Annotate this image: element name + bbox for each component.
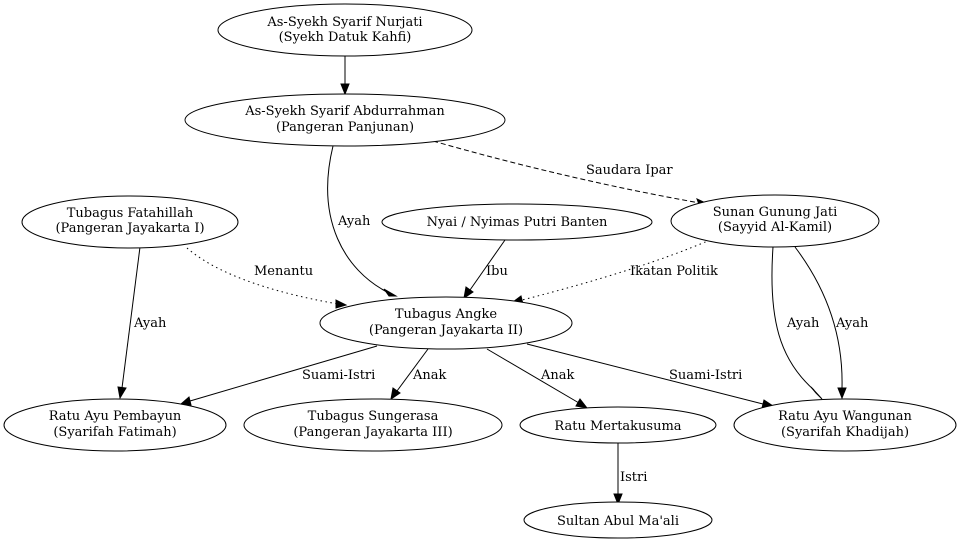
node-ellipse xyxy=(3,398,227,452)
node-name: Tubagus Sungerasa xyxy=(308,409,439,424)
node-name: Ratu Ayu Wangunan xyxy=(778,409,912,424)
node-ellipse xyxy=(670,194,880,248)
edge-label-anak: Anak xyxy=(540,368,575,383)
edge-line xyxy=(121,246,141,389)
arrowhead xyxy=(179,396,192,406)
arrowhead xyxy=(810,386,823,400)
edge-label-ibu: Ibu xyxy=(486,264,508,279)
arrowhead xyxy=(335,299,348,309)
node-ellipse xyxy=(243,398,503,452)
node-title: (Syarifah Khadijah) xyxy=(781,425,909,440)
edge-label-anak: Anak xyxy=(412,368,447,383)
node-title: (Pangeran Panjunan) xyxy=(276,120,414,135)
arrowhead xyxy=(575,398,589,409)
edge-mertakusuma-to-abulmaali: Istri xyxy=(613,443,647,506)
arrowhead xyxy=(390,387,401,401)
node-name: Nyai / Nyimas Putri Banten xyxy=(427,215,608,230)
node-syarif-abdurrahman: As-Syekh Syarif Abdurrahman (Pangeran Pa… xyxy=(184,93,506,147)
edge-fatahillah-to-angke: Menantu xyxy=(186,247,348,309)
node-name: Sultan Abul Ma'ali xyxy=(557,514,679,529)
node-name: As-Syekh Syarif Nurjati xyxy=(266,15,422,30)
edge-line xyxy=(469,239,506,291)
edge-abdurrahman-to-angke: Ayah xyxy=(327,145,398,297)
node-sultan-abul-maali: Sultan Abul Ma'ali xyxy=(523,501,713,539)
edge-line xyxy=(396,348,429,392)
node-ellipse xyxy=(217,3,473,57)
edge-line xyxy=(486,348,580,404)
arrowhead xyxy=(383,288,398,297)
node-ellipse xyxy=(733,398,957,452)
node-title: (Syekh Datuk Kahfi) xyxy=(279,30,412,45)
edge-label-suami-istri: Suami-Istri xyxy=(302,368,375,383)
arrowhead xyxy=(613,493,623,506)
edge-fatahillah-to-pembayun: Ayah xyxy=(117,246,167,400)
edge-label-suami-istri: Suami-Istri xyxy=(669,368,742,383)
edge-nurjati-to-abdurrahman xyxy=(340,56,350,96)
arrowhead xyxy=(463,286,474,300)
edge-gunungjati-to-wangunan-2: Ayah xyxy=(794,246,869,400)
node-tubagus-angke: Tubagus Angke (Pangeran Jayakarta II) xyxy=(319,296,573,350)
node-title: (Pangeran Jayakarta II) xyxy=(369,323,523,338)
node-ratu-ayu-wangunan: Ratu Ayu Wangunan (Syarifah Khadijah) xyxy=(733,398,957,452)
arrowhead xyxy=(340,83,350,96)
node-title: (Pangeran Jayakarta III) xyxy=(293,425,452,440)
edge-line xyxy=(432,140,701,204)
edge-label-ikatan-politik: Ikatan Politik xyxy=(630,264,718,279)
node-ratu-mertakusuma: Ratu Mertakusuma xyxy=(519,406,717,444)
edge-label-ayah: Ayah xyxy=(786,316,820,331)
edge-label-menantu: Menantu xyxy=(254,264,313,279)
node-name: Ratu Mertakusuma xyxy=(554,419,681,434)
node-title: (Pangeran Jayakarta I) xyxy=(55,221,204,236)
node-sunan-gunung-jati: Sunan Gunung Jati (Sayyid Al-Kamil) xyxy=(670,194,880,248)
node-name: Tubagus Angke xyxy=(395,307,498,322)
node-ellipse xyxy=(319,296,573,350)
node-ellipse xyxy=(523,501,713,539)
arrowhead xyxy=(837,387,847,400)
node-ratu-ayu-pembayun: Ratu Ayu Pembayun (Syarifah Fatimah) xyxy=(3,398,227,452)
edge-gunungjati-to-angke: Ikatan Politik xyxy=(511,239,718,305)
edge-label-ayah: Ayah xyxy=(835,316,869,331)
edge-label-ayah: Ayah xyxy=(133,316,167,331)
edge-line xyxy=(189,345,378,402)
node-title: (Syarifah Fatimah) xyxy=(53,425,176,440)
edge-label-istri: Istri xyxy=(620,470,647,485)
edge-line xyxy=(526,343,764,405)
node-name: Sunan Gunung Jati xyxy=(713,205,838,220)
edge-abdurrahman-to-gunungjati: Saudara Ipar xyxy=(432,140,712,208)
edge-angke-to-pembayun: Suami-Istri xyxy=(179,345,378,406)
node-name: Tubagus Fatahillah xyxy=(67,206,194,221)
node-tubagus-sungerasa: Tubagus Sungerasa (Pangeran Jayakarta II… xyxy=(243,398,503,452)
node-ellipse xyxy=(519,406,717,444)
node-ellipse xyxy=(381,203,653,241)
arrowhead xyxy=(117,386,127,400)
edge-angke-to-mertakusuma: Anak xyxy=(486,348,589,409)
node-ellipse xyxy=(21,195,239,249)
node-ellipse xyxy=(184,93,506,147)
node-name: Ratu Ayu Pembayun xyxy=(49,409,182,424)
node-syarif-nurjati: As-Syekh Syarif Nurjati (Syekh Datuk Kah… xyxy=(217,3,473,57)
edge-line xyxy=(327,145,388,293)
node-tubagus-fatahillah: Tubagus Fatahillah (Pangeran Jayakarta I… xyxy=(21,195,239,249)
edge-line xyxy=(771,246,815,391)
edge-gunungjati-to-wangunan-1: Ayah xyxy=(771,246,823,400)
edge-angke-to-sungerasa: Anak xyxy=(390,348,447,401)
edge-putribanten-to-angke: Ibu xyxy=(463,239,508,300)
edge-label-ayah: Ayah xyxy=(337,214,371,229)
edge-label-saudara-ipar: Saudara Ipar xyxy=(586,163,673,178)
node-name: As-Syekh Syarif Abdurrahman xyxy=(244,104,445,119)
node-putri-banten: Nyai / Nyimas Putri Banten xyxy=(381,203,653,241)
edge-line xyxy=(794,246,843,389)
node-title: (Sayyid Al-Kamil) xyxy=(718,220,832,235)
